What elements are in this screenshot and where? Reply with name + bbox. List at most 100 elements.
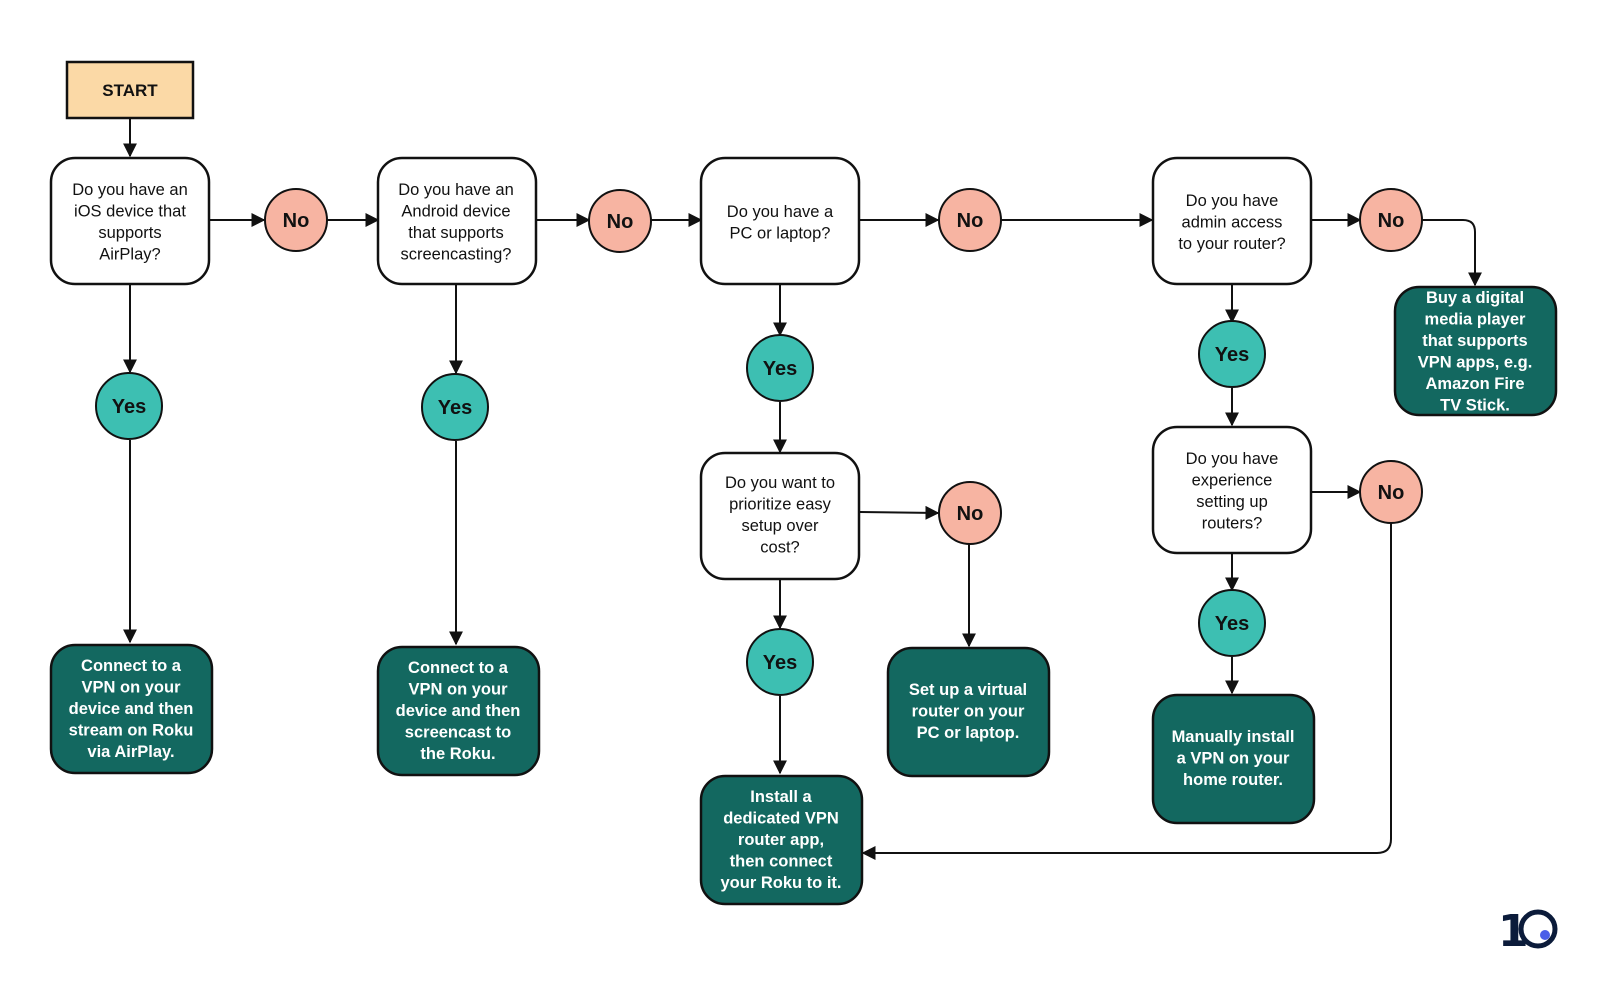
node-text-line: Do you have (1186, 192, 1279, 210)
no-label: No (1378, 210, 1405, 232)
no-circle: No (938, 481, 1002, 545)
node-text-line: Install a (750, 788, 812, 806)
question-pc-text: Do you have a PC or laptop? (727, 203, 834, 243)
node-text-line: Do you have an (398, 181, 514, 199)
logo-digit: 1 (1498, 906, 1529, 957)
node-text-line: your Roku to it. (721, 874, 842, 892)
yes-label: Yes (763, 358, 797, 380)
node-text-line: Set up a virtual (909, 681, 1027, 699)
yes-label: Yes (1215, 613, 1249, 635)
no-label: No (1378, 482, 1405, 504)
question-easy-text: Do you want to prioritize easy setup over c… (725, 474, 835, 557)
node-text-line: dedicated VPN (723, 810, 839, 828)
node-text-line: Do you want to (725, 474, 835, 492)
question-pc: Do you have a PC or laptop? (699, 156, 861, 286)
node-text-line: the Roku. (420, 745, 495, 763)
connector-lines (123, 118, 1482, 860)
node-text-line: home router. (1183, 771, 1283, 789)
yes-circle: Yes (746, 628, 814, 696)
no-circle: No (1359, 188, 1423, 252)
node-text-line: Manually install (1172, 728, 1295, 746)
node-text-line: that supports (408, 224, 503, 242)
no-circle: No (938, 188, 1002, 252)
yes-circle: Yes (746, 334, 814, 402)
result-manual-text: Manually install a VPN on your home router… (1172, 728, 1295, 789)
node-text-line: admin access (1182, 214, 1283, 232)
question-android: Do you have an Android device that support… (376, 156, 538, 286)
node-text-line: prioritize easy (729, 496, 832, 514)
result-dedicated-text: Install a dedicated VPN router app, then co… (721, 788, 842, 892)
result-screencast: Connect to a VPN on your device and then sc… (376, 645, 541, 777)
no-label: No (283, 210, 310, 232)
question-easy-setup: Do you want to prioritize easy setup over c… (699, 451, 861, 581)
yes-circle: Yes (1198, 589, 1266, 657)
result-manual-install: Manually install a VPN on your home router… (1151, 693, 1316, 825)
start-node: START (65, 60, 195, 120)
node-text-line: Do you have an (72, 181, 188, 199)
circle-dot-logo-icon (1518, 909, 1558, 949)
node-text-line: then connect (730, 853, 833, 871)
node-text-line: a VPN on your (1177, 750, 1290, 768)
node-text-line: TV Stick. (1440, 397, 1510, 415)
node-text-line: VPN apps, e.g. (1418, 354, 1533, 372)
node-text-line: PC or laptop. (917, 724, 1020, 742)
question-admin: Do you have admin access to your router? (1151, 156, 1313, 286)
node-text-line: to your router? (1178, 235, 1285, 253)
result-screencast-text: Connect to a VPN on your device and then sc… (396, 659, 521, 763)
node-text-line: PC or laptop? (730, 225, 831, 243)
node-text-line: Do you have (1186, 450, 1279, 468)
no-label: No (957, 210, 984, 232)
node-text-line: router app, (738, 831, 824, 849)
node-text-line: Buy a digital (1426, 289, 1524, 307)
start-label: START (102, 81, 158, 100)
node-text-line: device and then (396, 702, 521, 720)
edge-easy-no (859, 505, 940, 520)
yes-label: Yes (112, 396, 146, 418)
edge-no-player (1422, 219, 1482, 287)
logo-dot-icon (1540, 930, 1550, 940)
node-text-line: device and then (69, 700, 194, 718)
question-admin-text: Do you have admin access to your router? (1178, 192, 1285, 253)
yes-circle: Yes (95, 372, 163, 440)
edge-no-dedicated (861, 523, 1392, 860)
yes-circle: Yes (1198, 320, 1266, 388)
yes-label: Yes (438, 397, 472, 419)
node-text-line: setup over (741, 517, 819, 535)
no-label: No (957, 503, 984, 525)
node-text-line: VPN on your (408, 681, 508, 699)
node-text-line: media player (1425, 311, 1526, 329)
node-text-line: that supports (1422, 332, 1527, 350)
node-text-line: Do you have a (727, 203, 834, 221)
result-dedicated-router: Install a dedicated VPN router app, then co… (699, 774, 864, 906)
node-text-line: Connect to a (408, 659, 509, 677)
yes-label: Yes (1215, 344, 1249, 366)
node-text-line: screencasting? (401, 246, 512, 264)
node-text-line: iOS device that (74, 203, 186, 221)
question-android-text: Do you have an Android device that support… (398, 181, 514, 264)
node-text-line: AirPlay? (99, 246, 160, 264)
node-text-line: Amazon Fire (1425, 375, 1524, 393)
node-text-line: routers? (1202, 515, 1263, 533)
node-text-line: via AirPlay. (87, 743, 174, 761)
node-text-line: Connect to a (81, 657, 182, 675)
node-text-line: screencast to (405, 724, 511, 742)
node-text-line: cost? (760, 539, 799, 557)
no-circle: No (1359, 460, 1423, 524)
brand-logo: 1 (1498, 906, 1558, 957)
yes-label: Yes (763, 652, 797, 674)
yes-circle: Yes (421, 373, 489, 441)
node-text-line: stream on Roku (69, 722, 194, 740)
node-text-line: Android device (401, 203, 510, 221)
node-text-line: experience (1192, 472, 1273, 490)
no-circle: No (588, 189, 652, 253)
no-circle: No (264, 188, 328, 252)
